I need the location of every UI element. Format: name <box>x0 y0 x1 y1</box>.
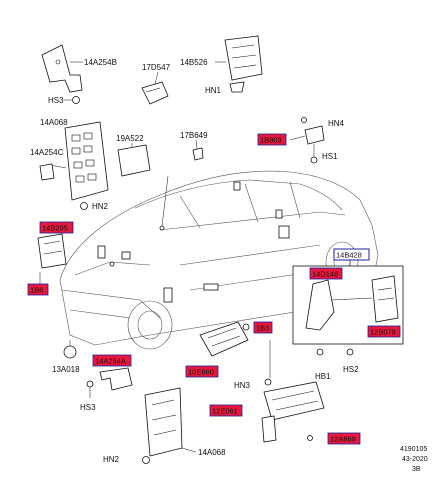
highlight-10E860: 10E860 <box>185 365 219 378</box>
label-HN4: HN4 <box>328 119 345 128</box>
highlight-14D148: 14D148 <box>309 267 343 280</box>
highlight-14A254A: 14A254A <box>92 354 132 367</box>
label-HN2-top: HN2 <box>92 202 109 211</box>
label-14B428: 14B428 <box>333 248 370 261</box>
highlight-14B205: 14B205 <box>39 221 74 234</box>
svg-text:14B205: 14B205 <box>42 224 68 233</box>
svg-text:14A254A: 14A254A <box>95 357 126 366</box>
svg-text:1B3: 1B3 <box>256 324 269 333</box>
svg-text:12E061: 12E061 <box>212 407 238 416</box>
label-HN2-bottom: HN2 <box>103 455 120 464</box>
label-HS3-top: HS3 <box>48 96 64 105</box>
module-14B205 <box>37 233 67 284</box>
sensor-right-top <box>289 117 325 164</box>
label-HN1: HN1 <box>205 86 222 95</box>
sensor-17D547 <box>141 71 169 105</box>
svg-text:1B6: 1B6 <box>30 286 43 295</box>
module-14B526 <box>215 35 263 93</box>
svg-text:1B803: 1B803 <box>260 136 282 145</box>
module-10E860 <box>199 321 250 357</box>
highlight-callouts: 1B803 14B205 1B6 14A254A 10E860 1B3 12E0… <box>27 133 401 445</box>
screw-HS3-top <box>64 96 80 104</box>
label-HN3: HN3 <box>234 381 251 390</box>
label-17D547: 17D547 <box>142 63 171 72</box>
sensor-17B649 <box>192 139 204 161</box>
part-13A018 <box>63 340 77 359</box>
label-HS2: HS2 <box>343 365 359 374</box>
label-14B526: 14B526 <box>180 58 208 67</box>
label-HB1: HB1 <box>315 372 331 381</box>
label-17B649: 17B649 <box>180 131 208 140</box>
label-14A068-top: 14A068 <box>40 118 68 127</box>
ref-code: 4190105 <box>400 446 427 453</box>
svg-text:10E860: 10E860 <box>188 368 214 377</box>
svg-text:12A869: 12A869 <box>330 435 356 444</box>
label-14A254B: 14A254B <box>84 58 117 67</box>
highlight-1B3: 1B3 <box>253 321 273 334</box>
fuse-box-bottom <box>142 387 197 464</box>
inset-frame <box>292 258 404 356</box>
module-19A522 <box>117 143 151 177</box>
svg-text:14B428: 14B428 <box>336 251 362 260</box>
highlight-12B079: 12B079 <box>367 325 401 338</box>
nut-HN2-top <box>80 202 88 210</box>
assembly-12E061 <box>261 340 325 443</box>
reference-block: 4190105 43-2020 3B <box>400 446 428 473</box>
highlight-1B6: 1B6 <box>27 283 49 296</box>
bracket-14A254C <box>39 163 55 181</box>
label-19A522: 19A522 <box>116 134 144 143</box>
svg-text:14D148: 14D148 <box>312 270 338 279</box>
label-HS1: HS1 <box>322 152 338 161</box>
highlight-1B803: 1B803 <box>257 133 287 146</box>
callout-labels: 14A254B 17D547 14B526 HS3 HN1 14A068 19A… <box>30 58 359 464</box>
ref-date: 43-2020 <box>402 456 428 463</box>
label-13A018: 13A018 <box>52 365 80 374</box>
svg-text:12B079: 12B079 <box>370 328 396 337</box>
highlight-12A869: 12A869 <box>327 432 361 445</box>
label-14A254C: 14A254C <box>30 148 64 157</box>
bracket-14A254A <box>86 367 133 398</box>
label-14A068-bottom: 14A068 <box>198 448 226 457</box>
ref-rev: 3B <box>412 466 421 473</box>
bracket-14A254B <box>41 44 83 93</box>
label-HS3-bottom: HS3 <box>80 403 96 412</box>
highlight-12E061: 12E061 <box>209 404 243 417</box>
fuse-box-top <box>49 121 109 201</box>
car-mounted-parts <box>97 175 290 303</box>
